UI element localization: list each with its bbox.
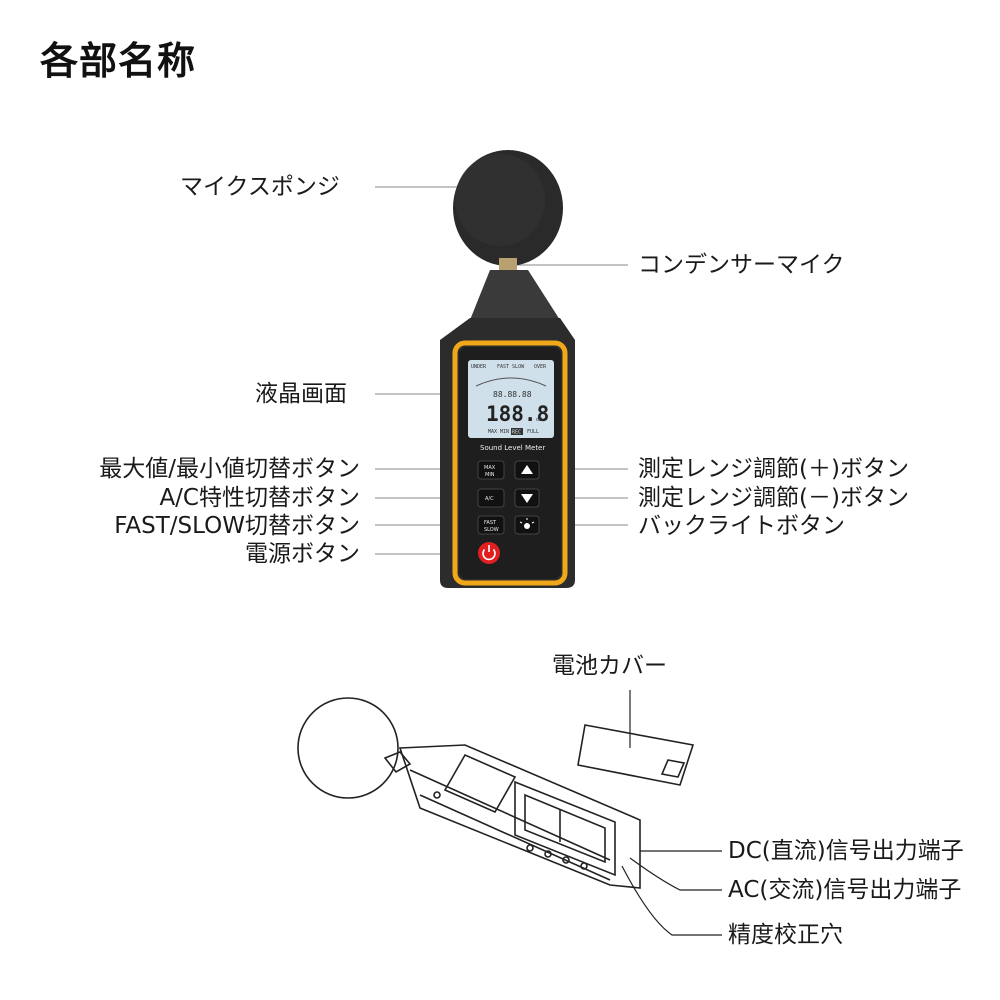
label-fast-slow-button: FAST/SLOW切替ボタン bbox=[114, 513, 360, 539]
lcd-outline bbox=[443, 753, 517, 814]
power-icon bbox=[482, 548, 496, 561]
label-lcd: 液晶画面 bbox=[255, 381, 347, 407]
device-body-outline bbox=[398, 744, 641, 889]
label-ac-button: A/C特性切替ボタン bbox=[159, 485, 360, 511]
bottom-device-drawing bbox=[297, 697, 695, 889]
page-title: 各部名称 bbox=[40, 39, 197, 83]
power-button[interactable] bbox=[478, 542, 500, 564]
fast-button-label: FAST bbox=[484, 520, 497, 526]
lcd-rec: REC bbox=[512, 430, 521, 436]
lcd-small-digits: 88.88.88 bbox=[493, 390, 532, 399]
label-range-up-button: 測定レンジ調節(＋)ボタン bbox=[638, 456, 909, 482]
battery-compartment bbox=[514, 780, 616, 877]
lcd-db: dB bbox=[536, 417, 542, 423]
lcd-full: FULL bbox=[527, 429, 539, 435]
label-range-down-button: 測定レンジ調節(－)ボタン bbox=[638, 485, 909, 511]
label-power-button: 電源ボタン bbox=[245, 541, 360, 567]
label-backlight-button: バックライトボタン bbox=[638, 513, 845, 539]
brand-strip: Sound Level Meter bbox=[480, 444, 545, 452]
fast-slow-button[interactable] bbox=[477, 515, 505, 535]
label-mic-sponge: マイクスポンジ bbox=[180, 174, 340, 200]
lcd-over: OVER bbox=[534, 364, 547, 370]
slow-button-label: SLOW bbox=[484, 527, 499, 533]
max-min-button-label-1: MAX bbox=[484, 465, 496, 471]
max-min-button-label-2: MIN bbox=[485, 472, 495, 478]
label-max-min-button: 最大値/最小値切替ボタン bbox=[99, 456, 360, 482]
leader-lines-bottom bbox=[621, 690, 722, 936]
meter-bezel bbox=[452, 340, 568, 586]
label-battery-cover: 電池カバー bbox=[552, 653, 667, 679]
lcd-screen bbox=[468, 360, 554, 438]
lcd-under: UNDER bbox=[471, 364, 487, 370]
lightbulb-icon bbox=[524, 523, 530, 529]
triangle-up-icon bbox=[521, 465, 533, 474]
label-dc-output: DC(直流)信号出力端子 bbox=[728, 838, 964, 864]
max-min-button[interactable] bbox=[477, 460, 505, 480]
lcd-main-digits: 188.8 bbox=[486, 402, 549, 426]
mic-sponge-outline bbox=[297, 697, 399, 799]
condenser-mic-shape bbox=[499, 258, 517, 272]
ac-button[interactable] bbox=[477, 488, 505, 508]
label-ac-output: AC(交流)信号出力端子 bbox=[728, 877, 962, 903]
label-calibration-hole: 精度校正穴 bbox=[728, 922, 843, 948]
battery-cover-shape bbox=[577, 724, 695, 786]
ac-button-label: A/C bbox=[485, 496, 494, 502]
lcd-maxmin: MAX MIN bbox=[488, 429, 509, 435]
lcd-fast-slow: FAST SLOW bbox=[497, 364, 525, 370]
triangle-down-icon bbox=[521, 494, 533, 503]
lcd-bargraph bbox=[475, 377, 547, 387]
label-condenser-mic: コンデンサーマイク bbox=[638, 252, 845, 278]
